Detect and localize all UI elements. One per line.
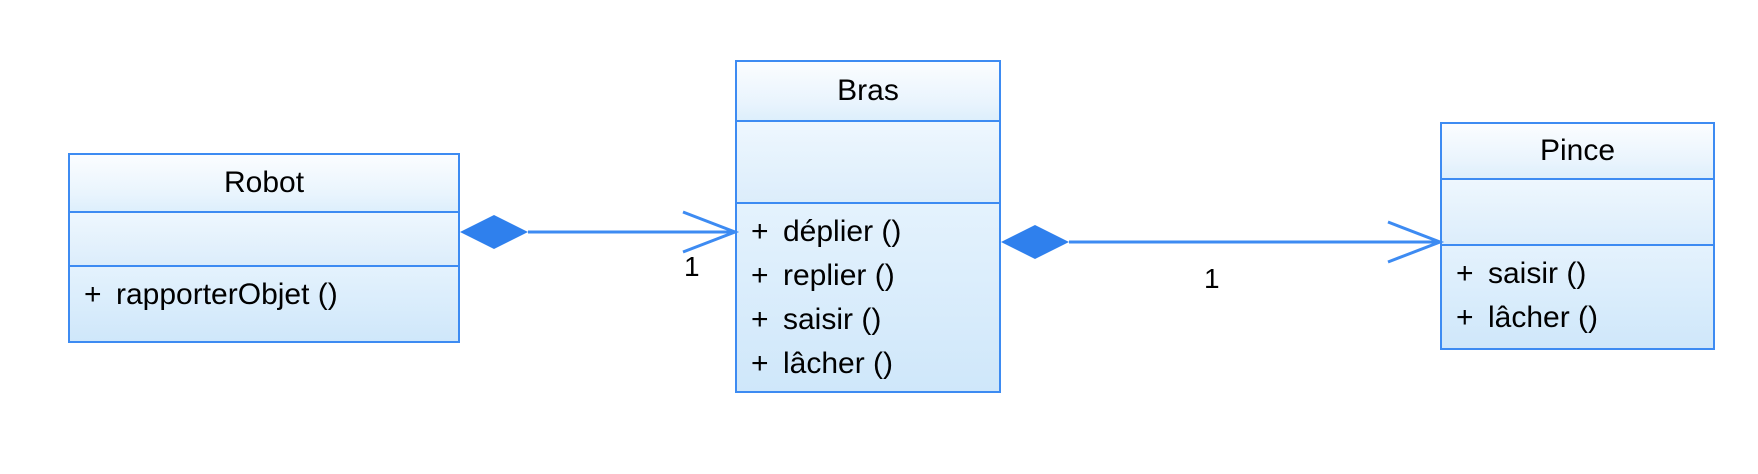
composition-diamond-icon <box>460 215 528 249</box>
class-name-label: Robot <box>223 166 305 199</box>
open-arrowhead-icon <box>682 210 740 254</box>
class-method-row[interactable]: + replier () <box>737 254 999 298</box>
visibility-marker: + <box>751 259 769 292</box>
method-signature: rapporterObjet () <box>116 278 338 311</box>
multiplicity-label-bras: 1 <box>684 251 700 282</box>
open-arrowhead-icon <box>1387 220 1445 264</box>
method-signature: saisir () <box>1488 257 1587 290</box>
class-method-row[interactable]: + lâcher () <box>737 342 999 386</box>
method-signature: lâcher () <box>783 347 894 380</box>
visibility-marker: + <box>751 347 769 380</box>
relationship-bras-pince[interactable] <box>1001 220 1445 264</box>
visibility-marker: + <box>84 278 102 311</box>
multiplicity-label-pince: 1 <box>1204 263 1220 294</box>
composition-diamond-icon <box>1001 225 1069 259</box>
class-attributes-bras <box>737 122 999 204</box>
visibility-marker: + <box>1456 257 1474 290</box>
class-method-row[interactable]: + saisir () <box>737 298 999 342</box>
class-methods-pince: + saisir () + lâcher () <box>1442 246 1713 348</box>
class-name-label: Pince <box>1539 134 1616 167</box>
class-title-pince: Pince <box>1442 124 1713 180</box>
class-attributes-robot <box>70 213 458 267</box>
uml-class-bras[interactable]: Bras + déplier () + replier () + saisir … <box>735 60 1001 393</box>
uml-class-robot[interactable]: Robot + rapporterObjet () <box>68 153 460 343</box>
class-methods-robot: + rapporterObjet () <box>70 267 458 341</box>
class-method-row[interactable]: + déplier () <box>737 210 999 254</box>
method-signature: lâcher () <box>1488 301 1599 334</box>
visibility-marker: + <box>751 215 769 248</box>
visibility-marker: + <box>751 303 769 336</box>
class-title-bras: Bras <box>737 62 999 122</box>
uml-class-pince[interactable]: Pince + saisir () + lâcher () <box>1440 122 1715 350</box>
class-methods-bras: + déplier () + replier () + saisir () + … <box>737 204 999 391</box>
class-attributes-pince <box>1442 180 1713 246</box>
method-signature: replier () <box>783 259 895 292</box>
class-method-row[interactable]: + lâcher () <box>1442 296 1713 340</box>
class-title-robot: Robot <box>70 155 458 213</box>
visibility-marker: + <box>1456 301 1474 334</box>
class-method-row[interactable]: + saisir () <box>1442 252 1713 296</box>
class-method-row[interactable]: + rapporterObjet () <box>70 273 458 317</box>
method-signature: saisir () <box>783 303 882 336</box>
class-name-label: Bras <box>837 74 899 107</box>
relationship-robot-bras[interactable] <box>460 210 740 254</box>
method-signature: déplier () <box>783 215 902 248</box>
